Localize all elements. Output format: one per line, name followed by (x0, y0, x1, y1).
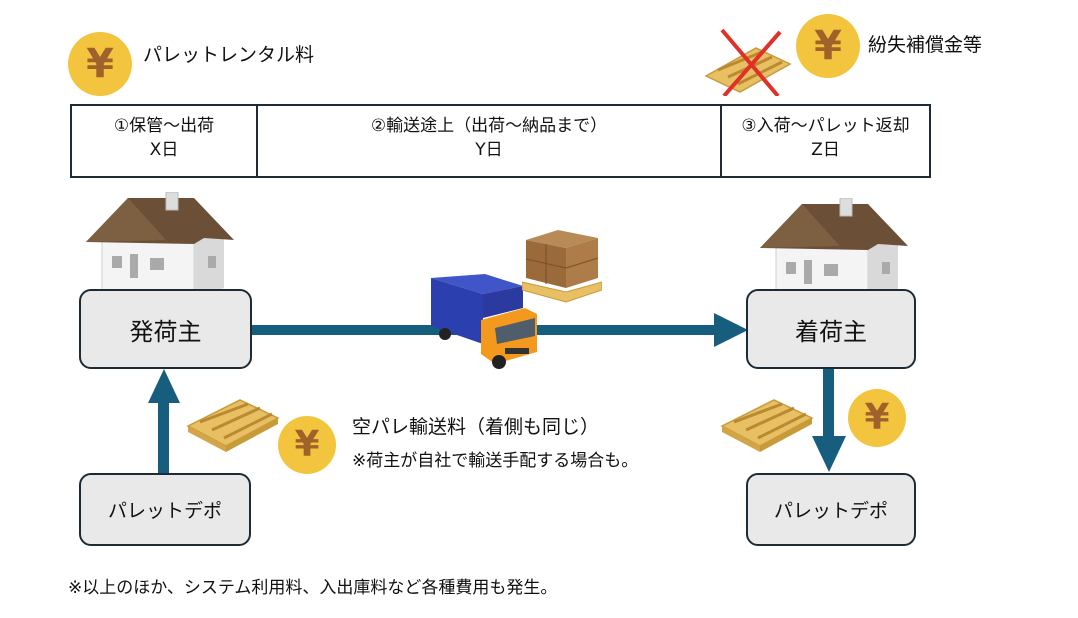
arrow-head-down-icon (812, 436, 846, 472)
timeline-duration: Z日 (811, 140, 840, 160)
timeline-table: ①保管～出荷 X日 ②輸送途上（出荷～納品まで） Y日 ③入荷～パレット返却 Z… (70, 104, 931, 178)
house-icon (86, 192, 234, 299)
crossed-pallet-icon (704, 28, 792, 96)
pallet-icon (720, 399, 814, 452)
consignee-label: 着荷主 (795, 317, 867, 346)
depot-node-right: パレットデポ (746, 473, 916, 546)
timeline-duration: Y日 (475, 140, 503, 160)
consignee-node: 着荷主 (746, 289, 916, 369)
return-arrow-line-right (823, 369, 834, 439)
cargo-pallet-icon (522, 230, 602, 303)
footer-note: ※以上のほか、システム利用料、入出庫料など各種費用も発生。 (68, 578, 558, 598)
timeline-cell-return: ③入荷～パレット返却 Z日 (722, 106, 929, 176)
truck-icon (431, 274, 537, 369)
arrow-head-right-icon (714, 313, 748, 347)
timeline-title: ①保管～出荷 (113, 116, 215, 136)
shipper-node: 発荷主 (79, 289, 252, 369)
depot-node-left: パレットデポ (79, 473, 251, 546)
arrow-head-up-icon (148, 369, 180, 403)
shipper-label: 発荷主 (129, 317, 202, 346)
loss-compensation-label: 紛失補償金等 (868, 34, 983, 56)
rental-fee-label: パレットレンタル料 (143, 44, 315, 66)
empty-pallet-fee-note: ※荷主が自社で輸送手配する場合も。 (352, 451, 639, 471)
yen-coin-icon: ¥ (796, 14, 860, 78)
cross-icon (720, 28, 780, 96)
depot-label: パレットデポ (107, 500, 222, 522)
timeline-title: ③入荷～パレット返却 (741, 116, 910, 136)
pallet-icon (186, 399, 280, 452)
yen-coin-icon: ¥ (848, 389, 906, 447)
depot-label: パレットデポ (773, 500, 888, 522)
timeline-cell-transit: ②輸送途上（出荷～納品まで） Y日 (258, 106, 722, 176)
yen-coin-icon: ¥ (278, 416, 336, 474)
timeline-cell-storage: ①保管～出荷 X日 (72, 106, 258, 176)
yen-coin-icon: ¥ (68, 32, 132, 96)
timeline-title: ②輸送途上（出荷～納品まで） (370, 116, 608, 136)
empty-pallet-fee-label: 空パレ輸送料（着側も同じ） (352, 416, 600, 438)
return-arrow-line-left (158, 400, 169, 474)
timeline-duration: X日 (149, 140, 179, 160)
